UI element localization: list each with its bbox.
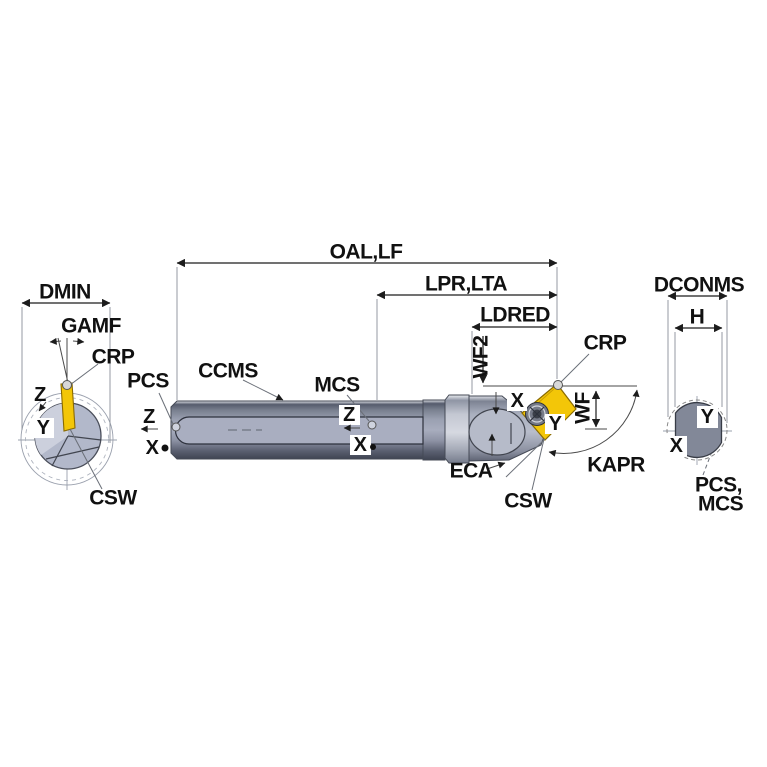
x-axis-dot-mcs xyxy=(370,444,376,450)
y-label-box-back xyxy=(697,406,718,428)
axis-label-y-back: Y xyxy=(701,406,715,428)
point-label-ccms: CCMS xyxy=(198,360,258,383)
dim-label-dmin: DMIN xyxy=(39,281,91,304)
ccms-leader xyxy=(242,379,284,401)
dim-label-oal: OAL,LF xyxy=(330,241,403,264)
dim-label-ldred: LDRED xyxy=(480,304,550,327)
dim-label-dconms: DCONMS xyxy=(654,274,745,297)
inner-bar-outline xyxy=(174,416,424,445)
crp-main-leader xyxy=(560,353,590,383)
axis-label-y-crp: Y xyxy=(549,413,563,435)
screw-cross-2 xyxy=(529,406,545,422)
pcs-mcs-leader xyxy=(702,453,712,476)
dim-label-wf: WF xyxy=(572,392,595,424)
csw-main-leader xyxy=(531,438,545,491)
axis-label-y-front: Y xyxy=(37,417,51,439)
kapr-angle-arc xyxy=(548,389,640,457)
tool-step xyxy=(422,399,446,461)
point-label-pcs-mcs-1: PCS, xyxy=(695,474,742,497)
axis-label-z-pcs: Z xyxy=(143,406,155,428)
point-label-csw-main: CSW xyxy=(504,490,552,513)
point-label-crp-main: CRP xyxy=(584,332,627,355)
x-label-box-crp xyxy=(507,392,527,411)
z-axis-arrow-front xyxy=(38,401,47,412)
tool-collar xyxy=(444,394,470,464)
axis-label-x-back: X xyxy=(670,435,684,457)
front-pocket-line-2 xyxy=(51,435,69,467)
gamf-rake-line xyxy=(57,337,69,384)
z-label-box-mcs xyxy=(339,405,360,425)
y-label-box-crp xyxy=(545,414,565,434)
cutting-edge-direction-line xyxy=(505,438,546,478)
point-label-crp-front: CRP xyxy=(92,346,135,369)
pcs-leader xyxy=(158,392,174,425)
x-label-box-mcs xyxy=(350,435,371,455)
point-label-pcs-mcs-2: MCS xyxy=(698,493,744,516)
crp-main-point xyxy=(553,380,563,390)
back-view: DCONMS H Y X PCS, MCS xyxy=(654,274,745,516)
front-pocket-line-3 xyxy=(45,446,100,460)
gamf-arrow-left xyxy=(49,337,62,345)
axis-label-z-mcs: Z xyxy=(343,404,355,426)
point-label-pcs: PCS xyxy=(127,370,169,393)
dim-label-eca: ECA xyxy=(450,460,493,483)
mcs-point xyxy=(367,420,377,430)
eca-leader-arrow xyxy=(486,461,506,470)
point-label-mcs: MCS xyxy=(314,374,360,397)
dim-label-kapr: KAPR xyxy=(587,454,645,477)
dim-label-lpr: LPR,LTA xyxy=(425,273,507,296)
dim-label-gamf: GAMF xyxy=(61,315,121,338)
pcs-point xyxy=(171,422,181,432)
front-view: DMIN GAMF CRP CSW Z Y xyxy=(18,281,138,510)
axis-label-x-pcs: X xyxy=(146,437,160,459)
gamf-arrow-right xyxy=(72,337,85,345)
crp-front-leader xyxy=(69,363,99,386)
head-sphere-outline xyxy=(468,408,526,456)
axis-label-z-front: Z xyxy=(34,384,46,406)
front-pocket-line-1 xyxy=(67,435,102,441)
crp-front-point xyxy=(62,380,72,390)
point-label-csw-front: CSW xyxy=(89,487,137,510)
front-insert xyxy=(60,382,76,432)
side-view: OAL,LF LPR,LTA LDRED WF2 WF CRP KAPR ECA… xyxy=(127,241,645,513)
dim-label-wf2: WF2 xyxy=(470,336,493,379)
x-label-box-back xyxy=(666,436,687,457)
csw-front-leader xyxy=(69,428,103,490)
axis-label-x-crp: X xyxy=(511,390,525,412)
axis-label-x-mcs: X xyxy=(354,434,368,456)
y-label-box-front xyxy=(33,418,54,438)
x-axis-dot-pcs xyxy=(161,444,169,452)
back-dashed-circle xyxy=(666,399,728,461)
dim-label-h: H xyxy=(690,306,705,329)
